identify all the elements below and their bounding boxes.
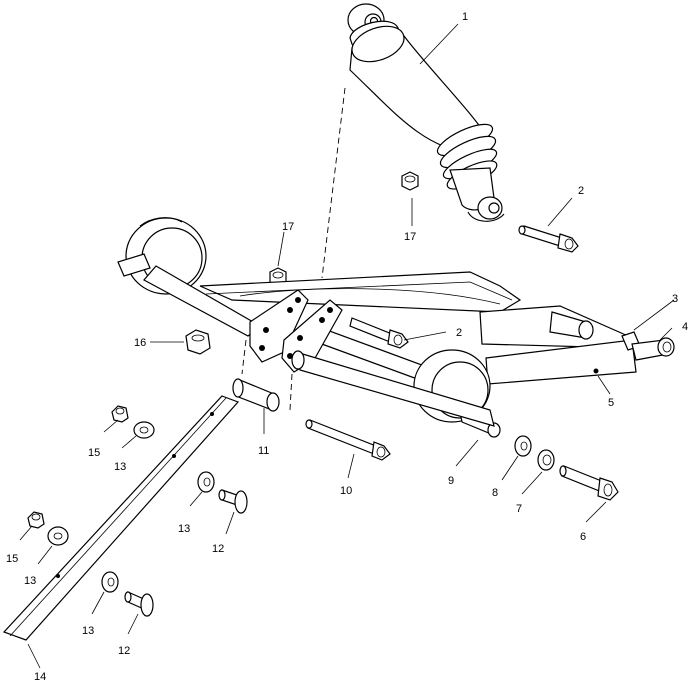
callout-labels: 1 2 17 17 2 3 4 5 16 11 10 9 8 7 6 15 13… <box>6 11 688 681</box>
washer-13-b <box>197 471 215 493</box>
callout-13: 13 <box>178 523 190 535</box>
bolt-2-lower <box>349 317 409 349</box>
callout-14: 14 <box>34 671 46 681</box>
callout-13: 13 <box>24 575 36 587</box>
carriage-bolt-12-lower <box>124 591 154 617</box>
callout-1: 1 <box>462 11 468 23</box>
callout-17: 17 <box>282 221 294 233</box>
mount-plate-left <box>249 289 309 363</box>
callout-7: 7 <box>516 503 522 515</box>
washer-8 <box>514 435 532 457</box>
carriage-bolt-12-upper <box>218 489 248 514</box>
callout-11: 11 <box>258 445 269 457</box>
lock-nut-15-upper <box>111 405 129 423</box>
washer-13-d <box>101 571 119 593</box>
callout-2: 2 <box>456 327 462 339</box>
strap-14 <box>2 395 240 641</box>
washer-13-c <box>47 526 69 546</box>
lock-nut-15-lower <box>27 511 45 529</box>
callout-10: 10 <box>340 485 352 497</box>
assembly-line-shock <box>321 87 346 279</box>
washer-13-a <box>133 421 155 439</box>
callout-12: 12 <box>118 645 130 657</box>
bolt-10 <box>305 419 391 461</box>
callout-17: 17 <box>404 231 416 243</box>
axle-shaft-9 <box>291 350 495 427</box>
assembly-line-sleeve <box>241 339 247 375</box>
shock-absorber <box>347 3 505 222</box>
callout-15: 15 <box>6 553 18 565</box>
nut-16 <box>185 329 211 355</box>
spacer-sleeve-11 <box>232 378 280 412</box>
callout-16: 16 <box>134 337 146 349</box>
callout-13: 13 <box>114 461 126 473</box>
callout-6: 6 <box>580 531 586 543</box>
bolt-2-upper <box>518 225 579 253</box>
callout-4: 4 <box>682 321 688 333</box>
callout-3: 3 <box>672 293 678 305</box>
callout-8: 8 <box>492 487 498 499</box>
assembly-line-bolt <box>289 373 293 411</box>
callout-13: 13 <box>82 625 94 637</box>
callout-15: 15 <box>88 447 100 459</box>
callout-2: 2 <box>578 185 584 197</box>
callout-5: 5 <box>608 397 614 409</box>
lock-washer-7 <box>537 449 555 471</box>
bolt-6 <box>559 465 619 501</box>
lock-nut-17-upper <box>401 171 419 191</box>
callout-12: 12 <box>212 543 224 555</box>
leader-lines <box>19 23 675 669</box>
callout-9: 9 <box>448 475 454 487</box>
swing-arm-frame <box>117 217 675 438</box>
